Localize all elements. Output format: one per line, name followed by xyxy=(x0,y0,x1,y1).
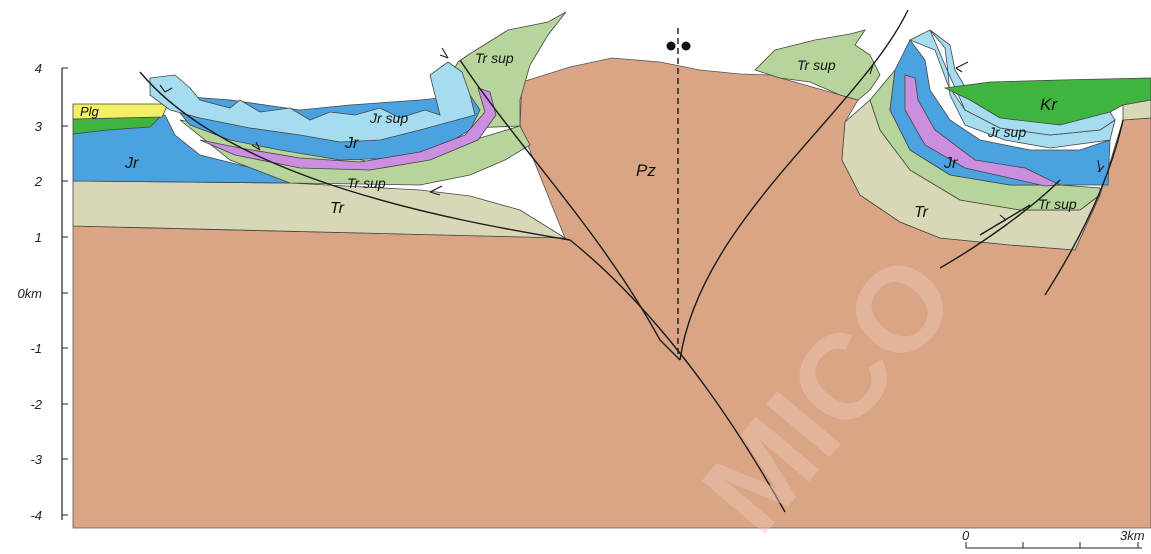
label-plg: Plg xyxy=(80,104,100,119)
axis-label-minus-4: -4 xyxy=(30,508,42,523)
label-jr-sup-left: Jr sup xyxy=(369,110,408,126)
axis-label-1: 1 xyxy=(35,230,42,245)
label-tr-left: Tr xyxy=(330,200,345,217)
depth-axis: 4 3 2 1 0km -1 -2 -3 -4 xyxy=(17,61,68,523)
motion-arrow-left-top xyxy=(440,48,448,58)
scale-bar-start-label: 0 xyxy=(962,528,970,543)
scale-bar: 0 3km xyxy=(962,528,1145,548)
label-jr-right: Jr xyxy=(943,155,958,172)
label-tr-sup-right: Tr sup xyxy=(1038,196,1077,212)
label-jr-sup-right: Jr sup xyxy=(987,124,1026,140)
label-kr: Kr xyxy=(1040,95,1058,114)
surface-marker-dot-right xyxy=(682,42,691,51)
motion-arrow-right-top xyxy=(956,62,968,72)
label-pz: Pz xyxy=(636,161,656,180)
label-tr-sup-overturned: Tr sup xyxy=(475,50,514,66)
surface-marker-dot-left xyxy=(667,42,676,51)
scale-bar-end-label: 3km xyxy=(1120,528,1145,543)
label-jr-mid: Jr xyxy=(344,135,359,152)
axis-label-2: 2 xyxy=(34,174,43,189)
axis-label-3: 3 xyxy=(35,119,43,134)
label-tr-sup-klippe: Tr sup xyxy=(797,57,836,73)
axis-label-4: 4 xyxy=(35,61,42,76)
label-tr-sup-left: Tr sup xyxy=(347,175,386,191)
axis-label-minus-2: -2 xyxy=(30,397,42,412)
axis-label-minus-3: -3 xyxy=(30,452,42,467)
label-jr-left: Jr xyxy=(124,155,139,172)
label-tr-right: Tr xyxy=(914,204,929,221)
axis-label-minus-1: -1 xyxy=(30,341,42,356)
axis-label-0km: 0km xyxy=(17,286,42,301)
